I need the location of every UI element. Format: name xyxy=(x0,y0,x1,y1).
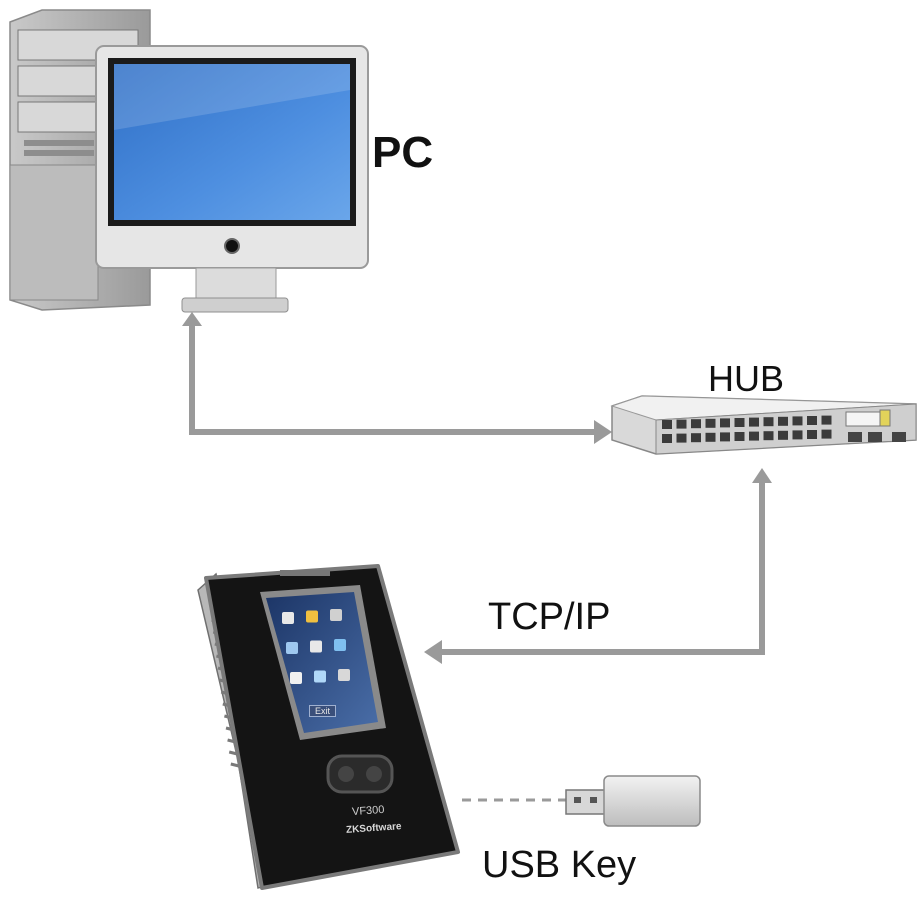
hub-icon xyxy=(610,395,917,455)
hub-port xyxy=(807,416,817,425)
screen-menu-icon xyxy=(306,610,318,623)
pc-label: PC xyxy=(372,128,434,177)
hub-ports xyxy=(662,415,832,443)
pc-icon xyxy=(9,9,369,313)
hub-port xyxy=(705,418,716,428)
arrowhead-up xyxy=(752,468,772,483)
hub-port xyxy=(821,429,832,439)
hub-port xyxy=(749,417,759,427)
screen-exit-button: Exit xyxy=(309,705,337,717)
device-model-label: VF300 xyxy=(351,803,385,819)
pc-monitor xyxy=(95,45,369,313)
hub-port xyxy=(720,432,730,442)
screen-menu-icon xyxy=(334,639,346,651)
hub-port xyxy=(792,416,803,426)
arrowhead-up xyxy=(182,312,202,326)
screen-menu-icon xyxy=(330,609,342,621)
hub-port xyxy=(763,417,774,427)
screen-menu-icon xyxy=(282,612,294,624)
hub-port xyxy=(821,415,832,425)
screen-menu-icon xyxy=(286,642,298,654)
connector-pc-hub xyxy=(182,312,612,444)
hub-port xyxy=(691,433,701,443)
tcp-ip-link-label: TCP/IP xyxy=(488,596,611,638)
hub-port xyxy=(676,433,687,443)
hub-port xyxy=(691,419,701,429)
usb-key-label: USB Key xyxy=(482,844,637,886)
hub-port xyxy=(778,430,788,440)
screen-menu-icon xyxy=(338,669,350,681)
hub-port xyxy=(792,430,803,440)
hub-port xyxy=(720,418,730,428)
arrowhead-right xyxy=(594,420,612,444)
screen-menu-icon xyxy=(310,640,322,653)
hub-label: HUB xyxy=(708,358,785,399)
hub-port xyxy=(662,434,672,443)
face-recognition-terminal-icon xyxy=(197,564,460,890)
hub-port xyxy=(705,432,716,442)
screen-menu-icon xyxy=(314,670,326,683)
hub-port xyxy=(662,420,672,429)
connector-hub-device xyxy=(424,468,772,664)
screen-menu-icon xyxy=(290,672,302,684)
screen-menu-icons xyxy=(282,609,350,684)
hub-port xyxy=(749,431,759,441)
hub-port xyxy=(807,430,817,439)
arrowhead-left xyxy=(424,640,442,664)
hub-port xyxy=(734,418,745,427)
hub-port xyxy=(778,416,788,426)
hub-port xyxy=(734,432,745,441)
hub-port xyxy=(763,431,774,441)
usb-flash-drive-icon xyxy=(565,775,701,827)
hub-port xyxy=(676,419,687,429)
